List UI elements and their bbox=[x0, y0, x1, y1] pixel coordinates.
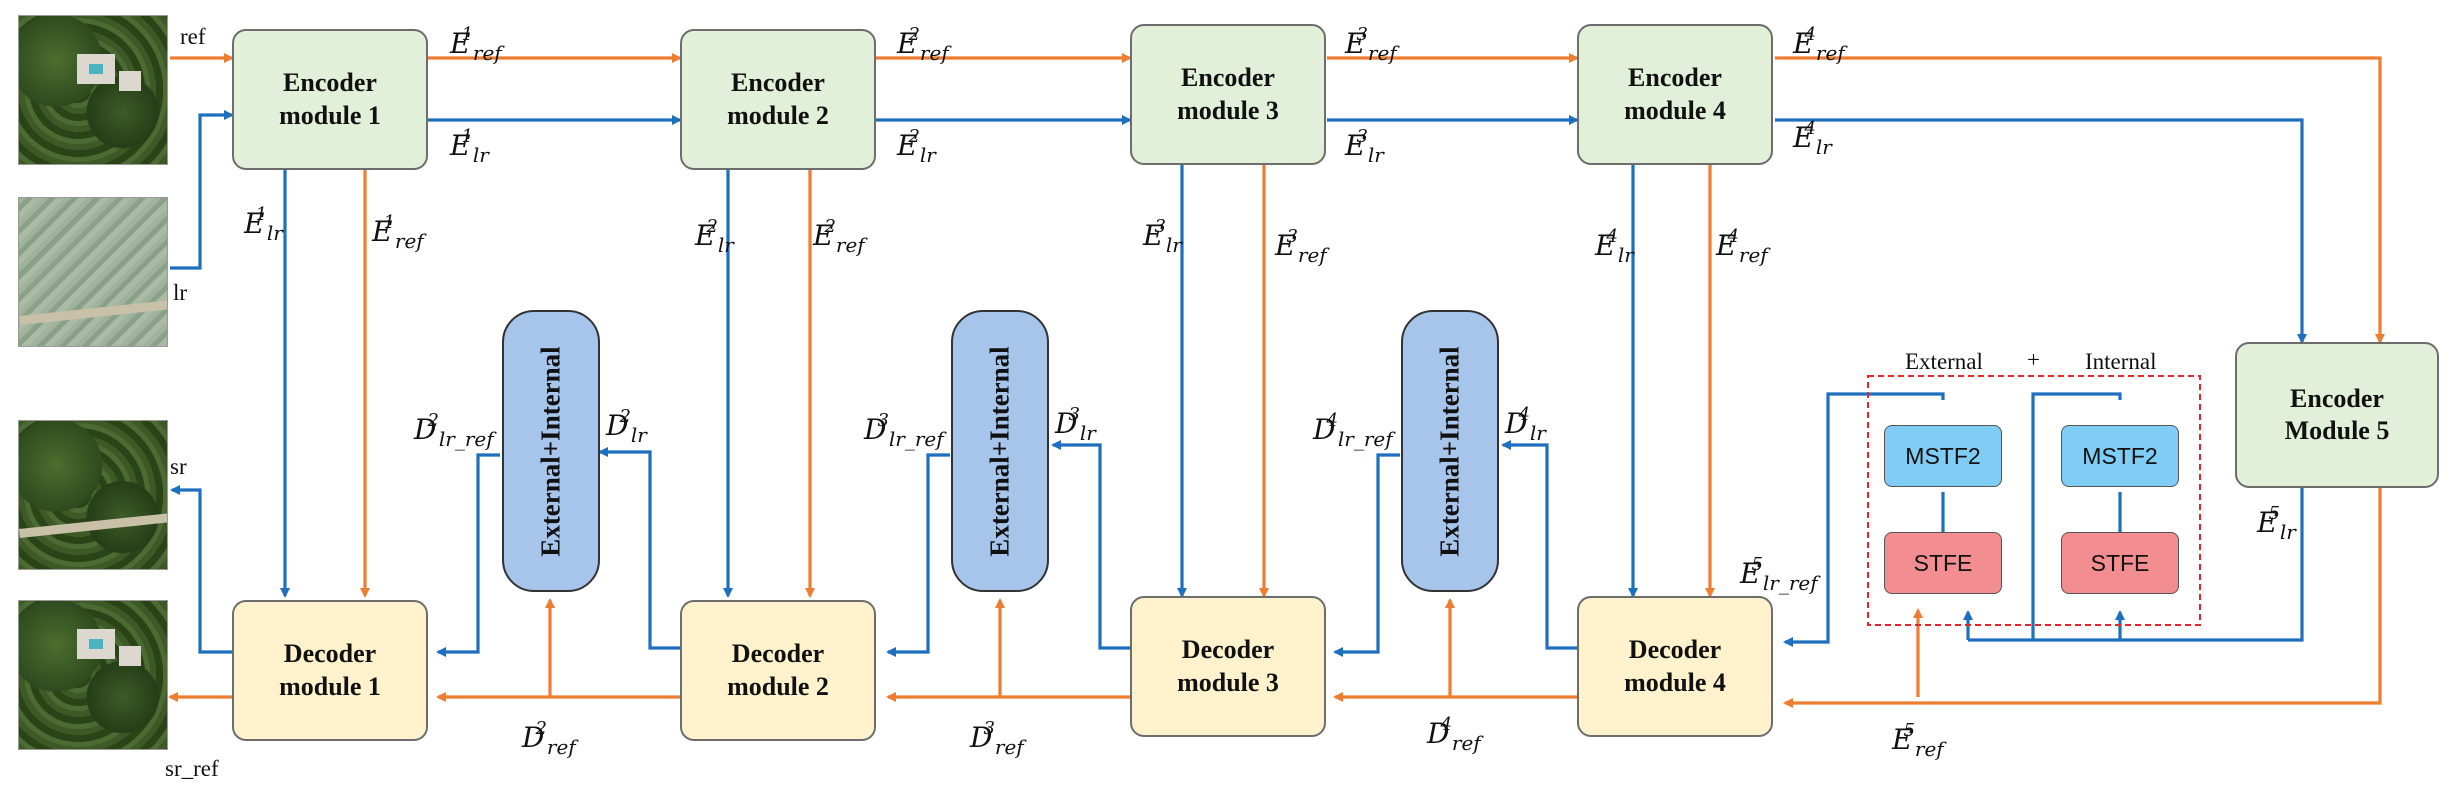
decoder-3-line1: Decoder bbox=[1181, 635, 1275, 664]
label-E5-ref: E5ref bbox=[1892, 720, 1944, 761]
encoder-module-2: Encoder module 2 bbox=[680, 29, 876, 170]
label-D3-lr: D3lr bbox=[1055, 404, 1096, 445]
sr-image bbox=[18, 420, 168, 570]
mstf2-block-external: MSTF2 bbox=[1884, 425, 2002, 487]
label-E3-ref-vert: E3ref bbox=[1275, 226, 1327, 267]
decoder-module-1: Decoder module 1 bbox=[232, 600, 428, 741]
encoder-4-line1: Encoder bbox=[1628, 63, 1722, 92]
label-D2-ref: D2ref bbox=[522, 718, 576, 759]
decoder-4-line1: Decoder bbox=[1628, 635, 1722, 664]
encoder-module-1: Encoder module 1 bbox=[232, 29, 428, 170]
mstf2-block-internal: MSTF2 bbox=[2061, 425, 2179, 487]
legend-internal: Internal bbox=[2085, 349, 2157, 374]
label-D3-lr-ref: D3lr_ref bbox=[864, 410, 944, 451]
label-E5-lr-ref: E5lr_ref bbox=[1740, 554, 1818, 595]
label-E3-ref-top: E3ref bbox=[1345, 24, 1397, 65]
label-lr: lr bbox=[173, 280, 188, 305]
encoder-5-line1: Encoder bbox=[2290, 383, 2384, 413]
label-D2-lr-ref: D2lr_ref bbox=[414, 410, 494, 451]
decoder-module-4: Decoder module 4 bbox=[1577, 596, 1773, 737]
label-sr-ref: sr_ref bbox=[165, 756, 219, 781]
encoder-module-3: Encoder module 3 bbox=[1130, 24, 1326, 165]
lr-image bbox=[18, 197, 168, 347]
label-D2-lr: D2lr bbox=[606, 406, 647, 447]
encoder-1-line1: Encoder bbox=[283, 68, 377, 97]
decoder-1-line1: Decoder bbox=[283, 639, 377, 668]
stfe-block-external: STFE bbox=[1884, 532, 2002, 594]
decoder-2-line1: Decoder bbox=[731, 639, 825, 668]
label-D4-lr-ref: D4lr_ref bbox=[1313, 410, 1393, 451]
label-E4-ref-vert: E4ref bbox=[1716, 226, 1768, 267]
fusion-label-4: External+Internal bbox=[1434, 345, 1465, 557]
encoder-2-line1: Encoder bbox=[731, 68, 825, 97]
label-E3-lr-top: E3lr bbox=[1345, 126, 1384, 167]
label-E3-lr-vert: E3lr bbox=[1143, 216, 1182, 257]
encoder-3-line2: module 3 bbox=[1177, 95, 1279, 125]
label-E2-lr-top: E2lr bbox=[897, 126, 936, 167]
encoder-2-line2: module 2 bbox=[727, 100, 829, 130]
label-E1-lr-vert: E1lr bbox=[244, 204, 283, 245]
label-E1-lr-top: E1lr bbox=[450, 126, 489, 167]
label-E5-lr: E5lr bbox=[2257, 503, 2296, 544]
encoder-1-line2: module 1 bbox=[279, 100, 381, 130]
label-E2-lr-vert: E2lr bbox=[695, 216, 734, 257]
decoder-1-line2: module 1 bbox=[279, 671, 381, 701]
label-E2-ref-top: E2ref bbox=[897, 24, 949, 65]
label-D4-ref: D4ref bbox=[1427, 714, 1481, 755]
label-sr: sr bbox=[170, 454, 187, 479]
encoder-5-line2: Module 5 bbox=[2284, 416, 2390, 445]
encoder-3-line1: Encoder bbox=[1181, 63, 1275, 92]
legend-plus: + bbox=[2027, 347, 2040, 372]
legend-external: External bbox=[1905, 349, 1983, 374]
label-E1-ref-vert: E1ref bbox=[372, 212, 424, 253]
decoder-module-3: Decoder module 3 bbox=[1130, 596, 1326, 737]
label-E4-lr-vert: E4lr bbox=[1595, 226, 1634, 267]
label-E2-ref-vert: E2ref bbox=[813, 216, 865, 257]
ref-image bbox=[18, 15, 168, 165]
encoder-4-line2: module 4 bbox=[1624, 95, 1726, 125]
decoder-3-line2: module 3 bbox=[1177, 667, 1279, 697]
decoder-module-2: Decoder module 2 bbox=[680, 600, 876, 741]
label-E4-ref-top: E4ref bbox=[1793, 24, 1845, 65]
fusion-label-3: External+Internal bbox=[984, 345, 1015, 557]
label-E1-ref-top: E1ref bbox=[450, 24, 502, 65]
fusion-block-4: External+Internal bbox=[1401, 310, 1499, 592]
sr-ref-image bbox=[18, 600, 168, 750]
label-ref: ref bbox=[180, 24, 206, 49]
label-D4-lr: D4lr bbox=[1505, 404, 1546, 445]
fusion-block-3: External+Internal bbox=[951, 310, 1049, 592]
label-D3-ref: D3ref bbox=[970, 718, 1024, 759]
decoder-4-line2: module 4 bbox=[1624, 667, 1726, 697]
encoder-module-4: Encoder module 4 bbox=[1577, 24, 1773, 165]
fusion-label-2: External+Internal bbox=[535, 345, 566, 557]
external-internal-dashed-box bbox=[1867, 375, 2201, 626]
label-E4-lr-top: E4lr bbox=[1793, 118, 1832, 159]
fusion-block-2: External+Internal bbox=[502, 310, 600, 592]
decoder-2-line2: module 2 bbox=[727, 671, 829, 701]
stfe-block-internal: STFE bbox=[2061, 532, 2179, 594]
